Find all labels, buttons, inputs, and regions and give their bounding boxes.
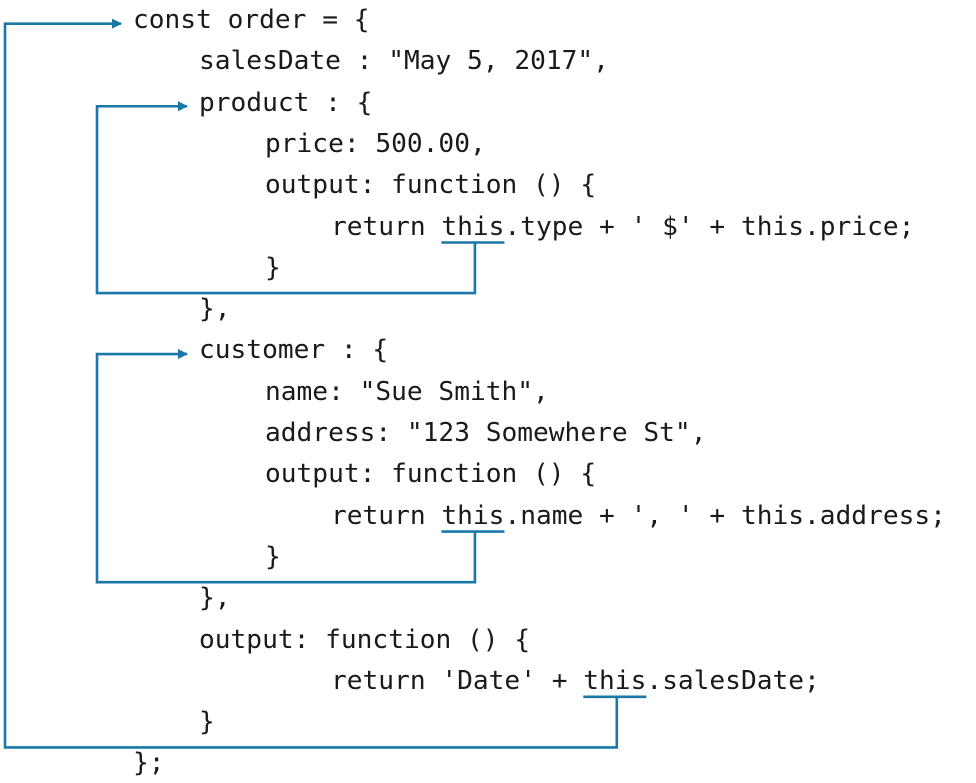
code-line: product : { xyxy=(199,83,372,123)
code-line: }; xyxy=(133,743,165,783)
code-line: output: function () { xyxy=(199,620,530,660)
code-text: output: function () { xyxy=(265,170,597,201)
code-line: const order = { xyxy=(133,0,370,40)
code-line: } xyxy=(265,537,281,577)
code-text: } xyxy=(265,252,281,283)
code-text: const order = { xyxy=(133,5,370,35)
code-text: }; xyxy=(133,748,165,779)
code-line: price: 500.00, xyxy=(265,124,486,164)
code-text: } xyxy=(199,707,215,738)
code-text: price: 500.00, xyxy=(265,128,486,159)
code-text: return xyxy=(331,211,442,242)
code-line: name: "Sue Smith", xyxy=(265,372,549,412)
code-line: return this.name + ', ' + this.address; xyxy=(331,496,946,536)
code-text: salesDate : "May 5, 2017", xyxy=(199,46,609,77)
code-line: return this.type + ' $' + this.price; xyxy=(331,207,914,247)
this-keyword: this xyxy=(441,500,505,531)
code-line: salesDate : "May 5, 2017", xyxy=(199,41,609,81)
code-line: }, xyxy=(199,578,231,618)
code-text: .type + ' $' + this.price; xyxy=(504,211,915,242)
code-text: .salesDate; xyxy=(646,665,820,696)
code-text: return 'Date' + xyxy=(331,665,584,696)
code-text: return xyxy=(331,500,442,531)
code-line: } xyxy=(199,702,215,742)
code-line: customer : { xyxy=(199,330,388,370)
code-line: output: function () { xyxy=(265,454,596,494)
customer-scope-connector xyxy=(95,349,477,584)
this-keyword: this xyxy=(441,211,505,242)
code-line: } xyxy=(265,248,281,288)
code-line: }, xyxy=(199,289,231,329)
this-keyword: this xyxy=(583,665,647,696)
code-text: output: function () { xyxy=(265,459,597,490)
code-text: product : { xyxy=(199,87,373,118)
code-text: address: "123 Somewhere St", xyxy=(265,418,707,448)
code-text: name: "Sue Smith", xyxy=(265,376,549,407)
code-text: }, xyxy=(199,583,231,614)
order-scope-connector xyxy=(3,18,619,749)
product-scope-connector xyxy=(95,101,477,295)
code-text: customer : { xyxy=(199,335,389,366)
code-line: address: "123 Somewhere St", xyxy=(265,413,706,453)
code-text: }, xyxy=(199,294,231,325)
code-text: } xyxy=(265,541,281,572)
code-line: output: function () { xyxy=(265,165,596,205)
code-text: output: function () { xyxy=(199,624,531,655)
code-line: return 'Date' + this.salesDate; xyxy=(331,661,820,701)
code-text: .name + ', ' + this.address; xyxy=(504,500,946,531)
